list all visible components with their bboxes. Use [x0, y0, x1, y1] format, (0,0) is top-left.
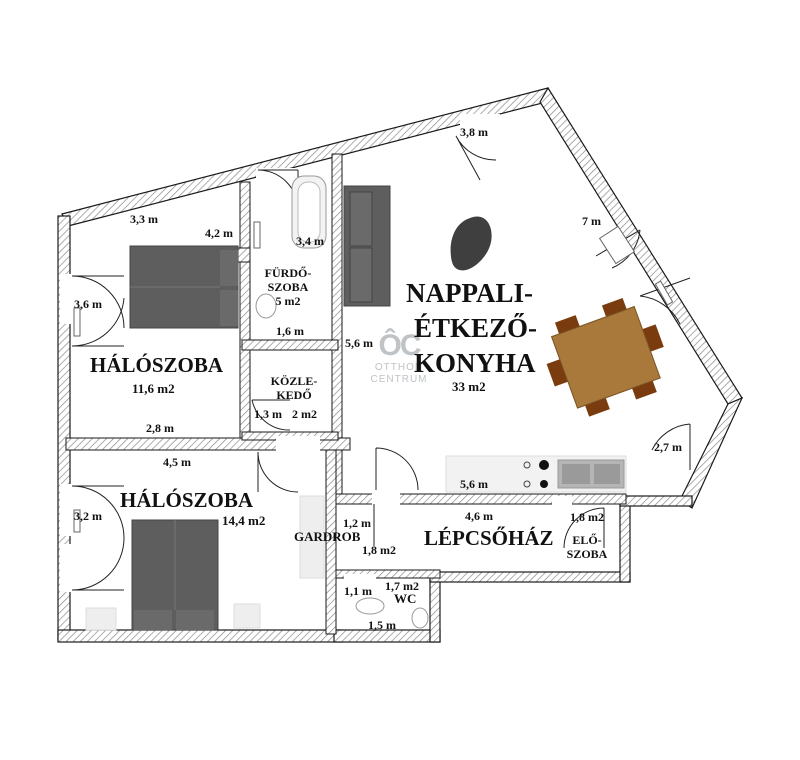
dim-1-5: 1,5 m [368, 618, 396, 632]
dim-1-1: 1,1 m [344, 584, 372, 598]
dim-3-4: 3,4 m [296, 234, 324, 248]
logo-line-1: OTTHON [374, 362, 424, 373]
wc-label: WC [394, 591, 417, 606]
dining-table [546, 298, 664, 417]
entry-label-1: ELŐ- [572, 533, 602, 547]
bedroom-top-label: HÁLÓSZOBA [90, 353, 224, 377]
wc-area: 1,7 m2 [385, 579, 419, 593]
dim-5-6-bottom: 5,6 m [460, 477, 488, 491]
hallway-label-1: KÖZLE- [270, 374, 318, 388]
dim-7: 7 m [582, 214, 601, 228]
bedroom-bottom-area: 14,4 m2 [222, 513, 266, 528]
otthon-centrum-logo: ÔC OTTHON CENTRUM [366, 330, 432, 386]
hallway-area: 2 m2 [292, 407, 317, 421]
rug [450, 216, 492, 271]
dim-1-6: 1,6 m [276, 324, 304, 338]
dim-4-2: 4,2 m [205, 226, 233, 240]
exterior-walls [57, 86, 744, 643]
dim-3-6: 3,6 m [74, 297, 102, 311]
dim-5-6-right: 5,6 m [345, 336, 373, 350]
radiators [73, 221, 674, 533]
wardrobe-area: 1,8 m2 [362, 543, 396, 557]
wc-fixtures [355, 597, 429, 629]
door-openings [60, 114, 572, 592]
dim-2-8: 2,8 m [146, 421, 174, 435]
dim-1-3: 1,3 m [254, 407, 282, 421]
dim-4-6: 4,6 m [465, 509, 493, 523]
dim-2-7: 2,7 m [654, 440, 682, 454]
bathtub [291, 175, 327, 249]
living-label-2: ÉTKEZŐ- [414, 313, 538, 343]
stairwell-label: LÉPCSŐHÁZ [424, 526, 554, 550]
wardrobe-label: GARDROB [294, 529, 361, 544]
entry-label: 1,8 m2 ELŐ- SZOBA [562, 510, 612, 561]
bed-top [129, 245, 239, 329]
dim-1-2: 1,2 m [343, 516, 371, 530]
logo-mark: ÔC [378, 329, 422, 362]
bed-bottom [131, 519, 219, 631]
bedroom-bottom-label: HÁLÓSZOBA [120, 488, 254, 512]
bedroom-top-area: 11,6 m2 [132, 381, 175, 396]
living-area: 33 m2 [452, 379, 486, 394]
dim-3-8: 3,8 m [460, 125, 488, 139]
dim-3-3: 3,3 m [130, 212, 158, 226]
bathroom-area: 5 m2 [275, 294, 301, 308]
dim-3-2: 3,2 m [74, 509, 102, 523]
kitchen-counter [445, 455, 627, 493]
dim-4-5: 4,5 m [163, 455, 191, 469]
bathroom-label-1: FÜRDŐ- [264, 266, 312, 280]
entry-area: 1,8 m2 [570, 510, 604, 524]
entry-label-2: SZOBA [566, 547, 608, 561]
bathroom-label-2: SZOBA [267, 280, 309, 294]
living-label-3: KONYHA [414, 348, 536, 378]
bathroom-label: FÜRDŐ- SZOBA 5 m2 [262, 266, 314, 308]
sofa [343, 185, 391, 307]
hallway-label-2: KEDŐ [276, 388, 312, 402]
hallway-label: KÖZLE- KEDŐ [262, 374, 326, 402]
living-label-1: NAPPALI- [406, 278, 533, 308]
wardrobes [85, 495, 325, 631]
bathroom-sink [255, 293, 277, 319]
logo-line-2: CENTRUM [370, 374, 428, 385]
